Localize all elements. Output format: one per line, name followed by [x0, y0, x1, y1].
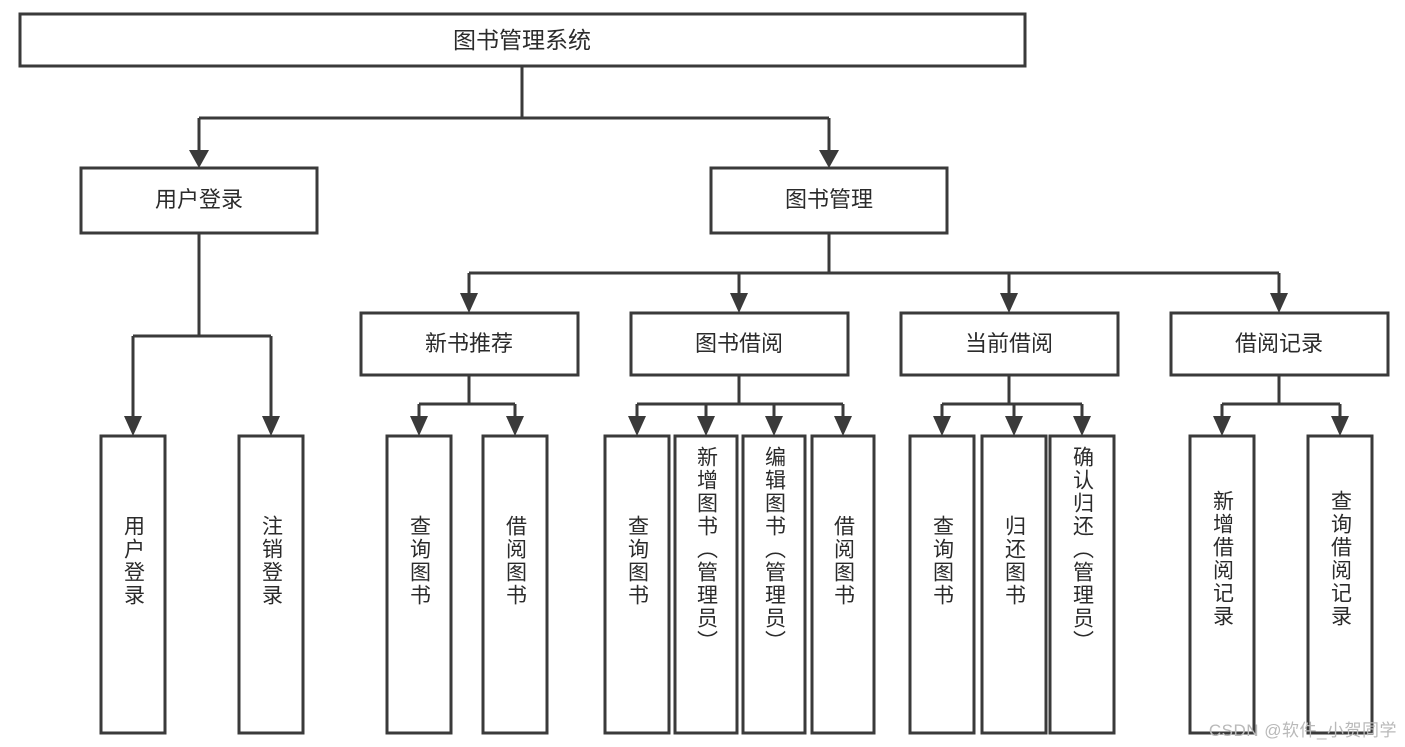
leaf-label-query-book-1: 查询图书	[407, 515, 431, 607]
connector-group-current-borrow	[933, 375, 1091, 436]
node-borrow-record[interactable]: 借阅记录	[1169, 311, 1390, 377]
node-current-borrow[interactable]: 当前借阅	[899, 311, 1120, 377]
arrow-head-leaf-borrow-book-2	[834, 416, 852, 436]
leaf-box-add-record[interactable]	[1188, 434, 1256, 735]
leaf-label-query-record: 查询借阅记录	[1328, 490, 1352, 628]
arrow-head-leaf-user-login	[124, 416, 142, 436]
node-current-borrow-label: 当前借阅	[965, 331, 1053, 356]
leaf-label-query-book-2: 查询图书	[625, 515, 649, 607]
csdn-watermark: CSDN @软件_小贺同学	[1208, 721, 1397, 740]
node-book-borrow-label: 图书借阅	[695, 331, 783, 356]
leaf-label-query-book-3: 查询图书	[930, 515, 954, 607]
node-book-manage[interactable]: 图书管理	[709, 166, 949, 235]
arrow-head-current-borrow	[1000, 293, 1018, 313]
arrow-head-new-book-recommend	[460, 293, 478, 313]
leaf-box-add-book[interactable]	[673, 434, 739, 735]
arrow-head-user-login	[189, 150, 209, 168]
leaf-box-borrow-book-1[interactable]	[481, 434, 549, 735]
arrow-head-leaf-confirm-return	[1073, 416, 1091, 436]
leaf-box-edit-book[interactable]	[741, 434, 807, 735]
connector-group-user-login	[124, 233, 280, 436]
node-book-borrow[interactable]: 图书借阅	[629, 311, 850, 377]
leaf-box-logout[interactable]	[237, 434, 305, 735]
node-borrow-record-box[interactable]	[1169, 311, 1390, 377]
node-root-label: 图书管理系统	[453, 27, 591, 53]
arrow-head-leaf-logout	[262, 416, 280, 436]
leaf-label-logout: 注销登录	[259, 515, 283, 607]
leaf-label-add-book: 新增图书（管理员）	[694, 446, 718, 653]
leaf-box-query-book-1[interactable]	[385, 434, 453, 735]
node-new-book-recommend-box[interactable]	[359, 311, 580, 377]
node-new-book-recommend[interactable]: 新书推荐	[359, 311, 580, 377]
connector-group-new-book-recommend	[410, 375, 524, 436]
node-current-borrow-box[interactable]	[899, 311, 1120, 377]
leaf-box-confirm-return[interactable]	[1048, 434, 1116, 735]
node-book-borrow-box[interactable]	[629, 311, 850, 377]
connector-group-borrow-record	[1213, 375, 1349, 436]
arrow-head-leaf-borrow-book-1	[506, 416, 524, 436]
node-new-book-recommend-label: 新书推荐	[425, 331, 513, 356]
arrow-head-leaf-query-record	[1331, 416, 1349, 436]
arrow-head-leaf-query-book-2	[628, 416, 646, 436]
node-user-login-box[interactable]	[79, 166, 319, 235]
leaf-label-confirm-return: 确认归还（管理员）	[1070, 446, 1094, 653]
node-user-login[interactable]: 用户登录	[79, 166, 319, 235]
arrow-head-book-borrow	[730, 293, 748, 313]
leaf-label-edit-book: 编辑图书（管理员）	[762, 446, 786, 653]
leaf-label-return-book: 归还图书	[1002, 515, 1026, 607]
leaf-box-borrow-book-2[interactable]	[810, 434, 876, 735]
node-book-manage-box[interactable]	[709, 166, 949, 235]
leaf-label-borrow-book-2: 借阅图书	[831, 515, 855, 607]
leaf-box-user-login[interactable]	[99, 434, 167, 735]
arrow-head-leaf-return-book	[1005, 416, 1023, 436]
leaf-label-add-record: 新增借阅记录	[1210, 490, 1234, 628]
arrow-head-leaf-add-book	[697, 416, 715, 436]
leaf-box-return-book[interactable]	[980, 434, 1048, 735]
node-book-manage-label: 图书管理	[785, 187, 873, 212]
node-user-login-label: 用户登录	[155, 187, 243, 212]
arrow-head-leaf-query-book-3	[933, 416, 951, 436]
leaf-box-query-book-3[interactable]	[908, 434, 976, 735]
arrow-head-leaf-add-record	[1213, 416, 1231, 436]
connector-group-book-manage	[460, 233, 1288, 313]
node-root-box[interactable]	[18, 12, 1027, 68]
node-root[interactable]: 图书管理系统	[18, 12, 1027, 68]
arrow-head-leaf-edit-book	[765, 416, 783, 436]
leaf-box-query-record[interactable]	[1306, 434, 1374, 735]
arrow-head-leaf-query-book-1	[410, 416, 428, 436]
leaf-box-query-book-2[interactable]	[603, 434, 671, 735]
arrow-head-borrow-record	[1270, 293, 1288, 313]
arrow-head-book-manage	[819, 150, 839, 168]
leaf-boxes-group	[99, 434, 1374, 735]
node-borrow-record-label: 借阅记录	[1235, 331, 1323, 356]
connector-group-book-borrow	[628, 375, 852, 436]
connector-group-root	[189, 66, 839, 168]
leaf-label-borrow-book-1: 借阅图书	[503, 515, 527, 607]
leaf-label-user-login: 用户登录	[121, 515, 145, 607]
